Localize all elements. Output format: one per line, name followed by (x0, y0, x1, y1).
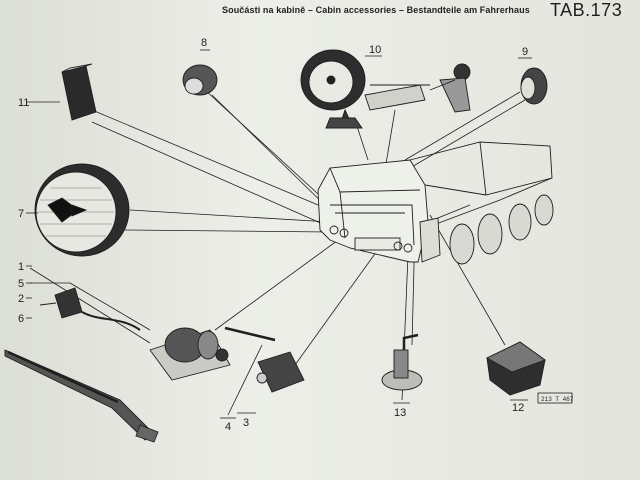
label-4: 4 (225, 421, 231, 433)
label-7: 7 (18, 208, 24, 220)
truck-illustration (317, 141, 554, 265)
part-2-switch (39, 287, 83, 319)
label-3: 3 (243, 417, 249, 429)
table-number: TAB.173 (550, 0, 623, 20)
label-13: 13 (394, 407, 406, 419)
label-1: 1 (18, 261, 24, 273)
leader-lines (29, 89, 526, 416)
part-8-lamp (182, 64, 218, 96)
label-12: 12 (512, 402, 524, 414)
label-10: 10 (369, 44, 381, 56)
part-12-box (486, 341, 546, 396)
part-number-labels: 11 7 1 5 2 6 8 10 9 4 3 13 12 2 (18, 37, 574, 433)
part-4-rod (224, 326, 276, 342)
label-2: 2 (18, 293, 24, 305)
label-9: 9 (522, 46, 528, 58)
label-6: 6 (18, 313, 24, 325)
part-9-lamp (520, 67, 548, 105)
page-title: Součásti na kabině – Cabin accessories –… (222, 5, 530, 15)
label-5: 5 (18, 278, 24, 290)
part-13-pump (381, 333, 423, 391)
part-1-wiper-motor (149, 327, 231, 381)
label-11: 11 (18, 97, 29, 109)
part-11-lamp (61, 63, 97, 121)
part-10-searchlight (300, 49, 471, 129)
label-8: 8 (201, 37, 207, 49)
reference-code: 213 T 467 (541, 396, 574, 403)
part-3-switch (256, 351, 305, 393)
part-7-headlight (34, 163, 130, 257)
part-6-wiper-blade (4, 349, 159, 443)
